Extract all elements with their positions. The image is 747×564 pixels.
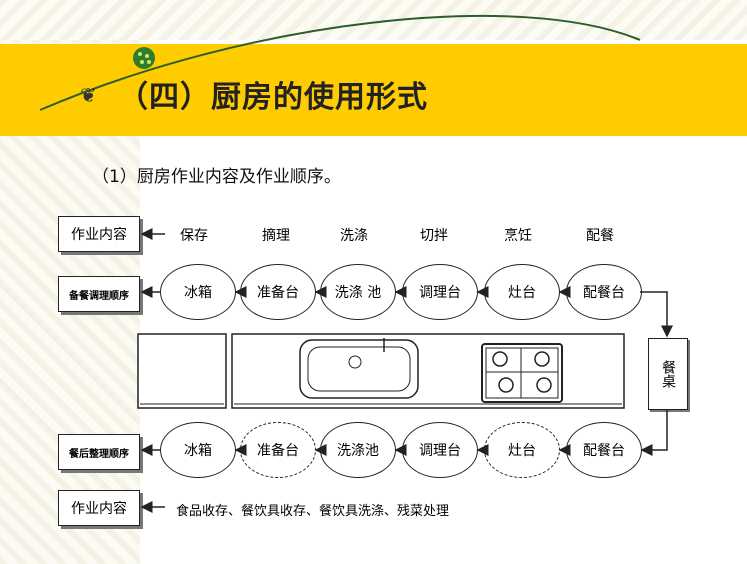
prep-order-label: 备餐调理顺序 [58,276,140,312]
work-content-label: 作业内容 [58,216,140,252]
page-title: （四）厨房的使用形式 [118,80,428,115]
bottom-work-content-label: 作业内容 [58,490,140,526]
cleanup-order-label: 餐后整理顺序 [58,434,140,470]
bottom-work-content-text: 食品收存、餐饮具收存、餐饮具洗涤、残菜处理 [176,504,450,519]
prep-node-work-counter: 调理台 [402,264,478,320]
svg-text:❦: ❦ [80,83,97,107]
step-4: 切拌 [420,228,448,244]
prep-node-prep-counter: 准备台 [240,264,316,320]
cleanup-node-stove: 灶台 [484,422,560,478]
subtitle: （1）厨房作业内容及作业顺序。 [92,167,341,187]
step-2: 摘理 [262,228,290,244]
step-6: 配餐 [586,228,614,244]
cleanup-node-sink: 洗涤池 [320,422,396,478]
prep-node-sink: 洗涤 池 [320,264,396,320]
cleanup-node-work-counter: 调理台 [402,422,478,478]
cleanup-node-prep-counter: 准备台 [240,422,316,478]
prep-node-fridge: 冰箱 [160,264,236,320]
cleanup-node-fridge: 冰箱 [160,422,236,478]
dining-table-box: 餐桌 [648,338,688,410]
step-3: 洗涤 [340,228,368,244]
prep-node-serving-counter: 配餐台 [566,264,642,320]
step-5: 烹饪 [504,228,532,244]
step-1: 保存 [180,228,208,244]
prep-node-stove: 灶台 [484,264,560,320]
title-banner [0,44,747,136]
